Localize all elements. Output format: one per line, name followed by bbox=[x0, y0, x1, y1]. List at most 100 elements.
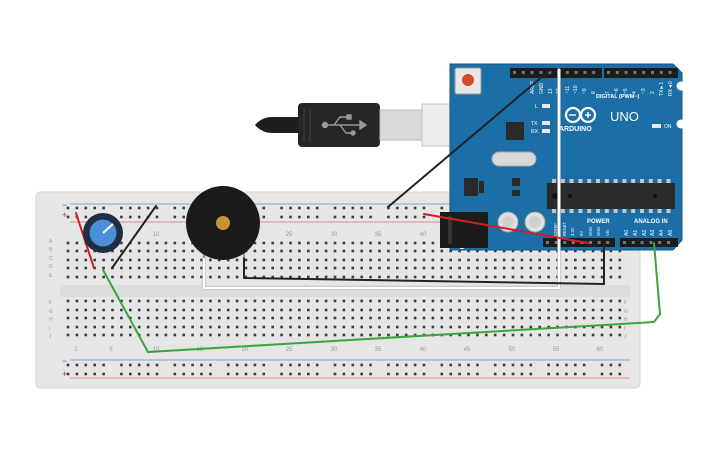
usb-cable[interactable] bbox=[255, 103, 457, 147]
breadboard-hole bbox=[538, 299, 541, 303]
breadboard-hole bbox=[422, 258, 426, 262]
breadboard-hole bbox=[618, 258, 622, 262]
rail-hole bbox=[333, 215, 337, 219]
breadboard-hole bbox=[137, 266, 141, 270]
breadboard-hole bbox=[538, 258, 541, 262]
breadboard-hole bbox=[137, 325, 141, 329]
breadboard-hole bbox=[253, 266, 257, 270]
breadboard-hole bbox=[262, 308, 266, 312]
arduino-uno-board[interactable]: AREF GND 13 12 ~11 ~10 ~9 8 7 ~6 ~5 4 ~3… bbox=[440, 63, 686, 251]
breadboard-hole bbox=[600, 308, 604, 312]
potentiometer[interactable] bbox=[83, 213, 123, 253]
breadboard-hole bbox=[396, 325, 399, 329]
breadboard-hole bbox=[485, 299, 488, 303]
header-pin bbox=[565, 71, 569, 74]
chip-pin bbox=[640, 209, 644, 213]
header-pins bbox=[513, 71, 672, 244]
small-component bbox=[512, 190, 520, 196]
rail-hole bbox=[84, 372, 88, 376]
breadboard-hole bbox=[289, 258, 292, 262]
breadboard-hole bbox=[520, 333, 524, 337]
pin-label: ~9 bbox=[582, 88, 588, 94]
breadboard-hole bbox=[93, 275, 96, 279]
breadboard-hole bbox=[404, 325, 408, 329]
breadboard-hole bbox=[547, 308, 550, 312]
breadboard-hole bbox=[458, 258, 461, 262]
rail-hole bbox=[307, 363, 310, 367]
breadboard-hole bbox=[271, 275, 274, 279]
breadboard-hole bbox=[164, 325, 168, 329]
breadboard-hole bbox=[66, 308, 70, 312]
breadboard-hole bbox=[440, 325, 444, 329]
pin-label: RX◄0 bbox=[668, 81, 674, 96]
pin-label: 2 bbox=[650, 91, 656, 94]
breadboard-hole bbox=[244, 316, 248, 320]
header-pin bbox=[583, 71, 587, 74]
analog-pin-labels: A0 A1 A2 A3 A4 A5 bbox=[624, 230, 674, 236]
row-letter: D bbox=[49, 264, 53, 270]
rail-hole bbox=[520, 363, 524, 367]
pin-label: ~5 bbox=[623, 88, 629, 94]
breadboard-hole bbox=[262, 241, 266, 245]
pin-label: GND bbox=[596, 227, 601, 236]
breadboard-hole bbox=[93, 299, 96, 303]
breadboard-hole bbox=[333, 249, 337, 253]
rail-hole bbox=[547, 372, 550, 376]
breadboard-hole bbox=[182, 325, 185, 329]
black-wire-pot-ground[interactable] bbox=[111, 205, 157, 269]
rail-hole bbox=[262, 372, 266, 376]
breadboard-hole bbox=[369, 249, 372, 253]
breadboard-hole bbox=[565, 333, 568, 337]
breadboard-hole bbox=[431, 266, 435, 270]
breadboard-hole bbox=[378, 316, 381, 320]
rail-hole bbox=[342, 206, 346, 210]
breadboard-hole bbox=[191, 325, 194, 329]
breadboard-hole bbox=[75, 299, 79, 303]
breadboard-hole bbox=[235, 316, 239, 320]
breadboard-hole bbox=[396, 299, 399, 303]
rail-hole bbox=[387, 363, 390, 367]
breadboard-hole bbox=[582, 299, 586, 303]
red-wire-5v-to-rail[interactable] bbox=[423, 213, 589, 244]
black-wire-gnd-to-buzzer[interactable] bbox=[243, 242, 605, 285]
white-wire-13-to-buzzer[interactable] bbox=[202, 68, 561, 290]
breadboard-hole bbox=[493, 299, 497, 303]
breadboard-hole bbox=[324, 258, 328, 262]
breadboard-hole bbox=[120, 275, 123, 279]
pin-label: ~11 bbox=[565, 86, 571, 94]
breadboard-hole bbox=[84, 316, 88, 320]
breadboard-hole bbox=[164, 258, 168, 262]
breadboard-hole bbox=[75, 258, 79, 262]
breadboard-hole bbox=[609, 266, 613, 270]
breadboard-hole bbox=[387, 249, 390, 253]
piezo-buzzer[interactable] bbox=[186, 186, 260, 260]
rail-hole bbox=[609, 372, 613, 376]
chip-pin bbox=[648, 209, 653, 213]
breadboard-hole bbox=[315, 325, 319, 329]
breadboard-hole bbox=[591, 258, 595, 262]
breadboard-hole bbox=[574, 299, 577, 303]
breadboard-hole bbox=[262, 316, 266, 320]
rail-hole bbox=[315, 372, 319, 376]
breadboard-hole bbox=[485, 258, 488, 262]
breadboard-hole bbox=[75, 275, 79, 279]
breadboard-hole bbox=[333, 316, 337, 320]
rail-hole bbox=[511, 363, 515, 367]
column-number: 25 bbox=[286, 232, 293, 238]
breadboard-hole bbox=[173, 299, 177, 303]
header-pin bbox=[554, 241, 558, 244]
breadboard-hole bbox=[120, 308, 123, 312]
breadboard-hole bbox=[315, 249, 319, 253]
header-pin bbox=[546, 241, 549, 244]
breadboard-hole bbox=[333, 266, 337, 270]
black-wire-gnd-to-rail[interactable] bbox=[387, 69, 551, 208]
breadboard-hole bbox=[502, 316, 506, 320]
breadboard-hole bbox=[369, 325, 372, 329]
green-wire-pot-to-a3[interactable] bbox=[102, 242, 661, 353]
reset-button-cap bbox=[462, 74, 474, 86]
breadboard-hole bbox=[164, 241, 168, 245]
breadboard-hole bbox=[173, 316, 177, 320]
breadboard-hole bbox=[102, 266, 105, 270]
breadboard-hole bbox=[209, 333, 212, 337]
breadboard-hole bbox=[600, 275, 604, 279]
